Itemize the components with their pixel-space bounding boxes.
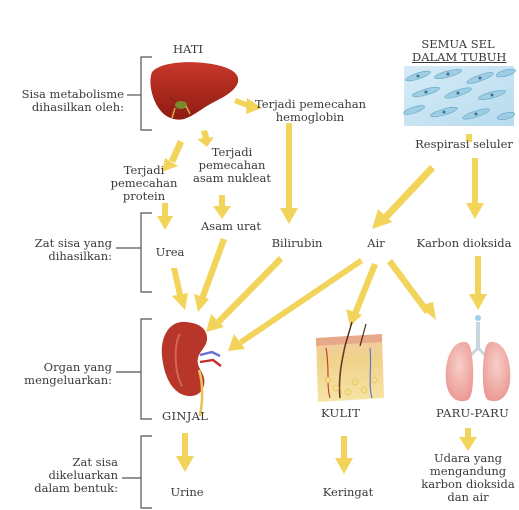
lungs-icon bbox=[446, 315, 511, 401]
arrow-uric-to-kidney bbox=[194, 238, 227, 312]
side-label-metabolism: Sisa metabolisme dihasilkan oleh: bbox=[4, 88, 124, 114]
organ-lungs-label: PARU-PARU bbox=[436, 406, 509, 420]
side-label-form: Zat sisa dikeluarkan dalam bentuk: bbox=[4, 456, 118, 495]
side-label-waste: Zat sisa yang dihasilkan: bbox=[4, 237, 112, 263]
arrow-lungs-to-air bbox=[459, 428, 477, 451]
bracket-organ bbox=[116, 319, 152, 419]
side-label-metabolism-line2: dihasilkan oleh: bbox=[4, 101, 124, 114]
arrow-protein-to-urea bbox=[157, 203, 173, 230]
arrow-respiration-to-water bbox=[372, 165, 435, 229]
side-label-form-line3: dalam bentuk: bbox=[4, 482, 118, 495]
bracket-metabolism bbox=[127, 57, 152, 130]
organ-skin-label: KULIT bbox=[321, 406, 360, 420]
source-cells-line2: DALAM TUBUH bbox=[412, 51, 504, 64]
process-protein-label: Terjadi pemecahan protein bbox=[104, 164, 184, 203]
process-nucleic-line3: asam nukleat bbox=[192, 172, 272, 185]
process-respiration-label: Respirasi seluler bbox=[412, 138, 516, 151]
arrow-co2-to-lungs bbox=[469, 256, 487, 310]
side-brackets bbox=[116, 57, 152, 508]
source-liver-label: HATI bbox=[168, 43, 208, 56]
arrow-hemoglobin-to-bilirubin bbox=[280, 123, 298, 224]
arrow-respiration-to-co2 bbox=[466, 158, 484, 219]
arrow-urea-to-kidney bbox=[171, 268, 188, 310]
side-label-waste-line2: dihasilkan: bbox=[4, 250, 112, 263]
arrow-skin-to-sweat bbox=[335, 436, 353, 474]
arrow-water-to-skin bbox=[346, 263, 378, 326]
waste-uric-acid-label: Asam urat bbox=[196, 220, 266, 233]
process-nucleic-label: Terjadi pemecahan asam nukleat bbox=[192, 146, 272, 185]
liver-icon bbox=[150, 62, 238, 120]
source-cells-label: SEMUA SEL DALAM TUBUH bbox=[412, 38, 504, 64]
arrow-nucleic-to-uric bbox=[213, 195, 231, 219]
kidney-icon bbox=[162, 322, 221, 416]
waste-co2-label: Karbon dioksida bbox=[410, 237, 518, 250]
arrow-kidney-to-urine bbox=[176, 433, 194, 472]
side-label-organ: Organ yang mengeluarkan: bbox=[4, 361, 112, 387]
skin-icon bbox=[316, 322, 384, 402]
bracket-waste bbox=[116, 213, 152, 292]
bracket-form bbox=[122, 436, 152, 508]
process-hemoglobin-line2: hemoglobin bbox=[255, 111, 365, 124]
waste-water-label: Air bbox=[358, 237, 394, 250]
process-hemoglobin-label: Terjadi pemecahan hemoglobin bbox=[255, 98, 365, 124]
arrow-water-to-lungs bbox=[387, 259, 436, 320]
process-protein-line3: protein bbox=[104, 190, 184, 203]
waste-urea-label: Urea bbox=[150, 246, 190, 259]
output-lung-air-label: Udara yang mengandung karbon dioksida da… bbox=[418, 452, 518, 504]
output-urine-label: Urine bbox=[162, 486, 212, 499]
output-sweat-label: Keringat bbox=[310, 486, 386, 499]
waste-bilirubin-label: Bilirubin bbox=[262, 237, 332, 250]
organ-kidney-label: GINJAL bbox=[162, 409, 208, 423]
output-lung-air-line4: dan air bbox=[418, 491, 518, 504]
cells-icon bbox=[403, 66, 517, 126]
side-label-organ-line2: mengeluarkan: bbox=[4, 374, 112, 387]
